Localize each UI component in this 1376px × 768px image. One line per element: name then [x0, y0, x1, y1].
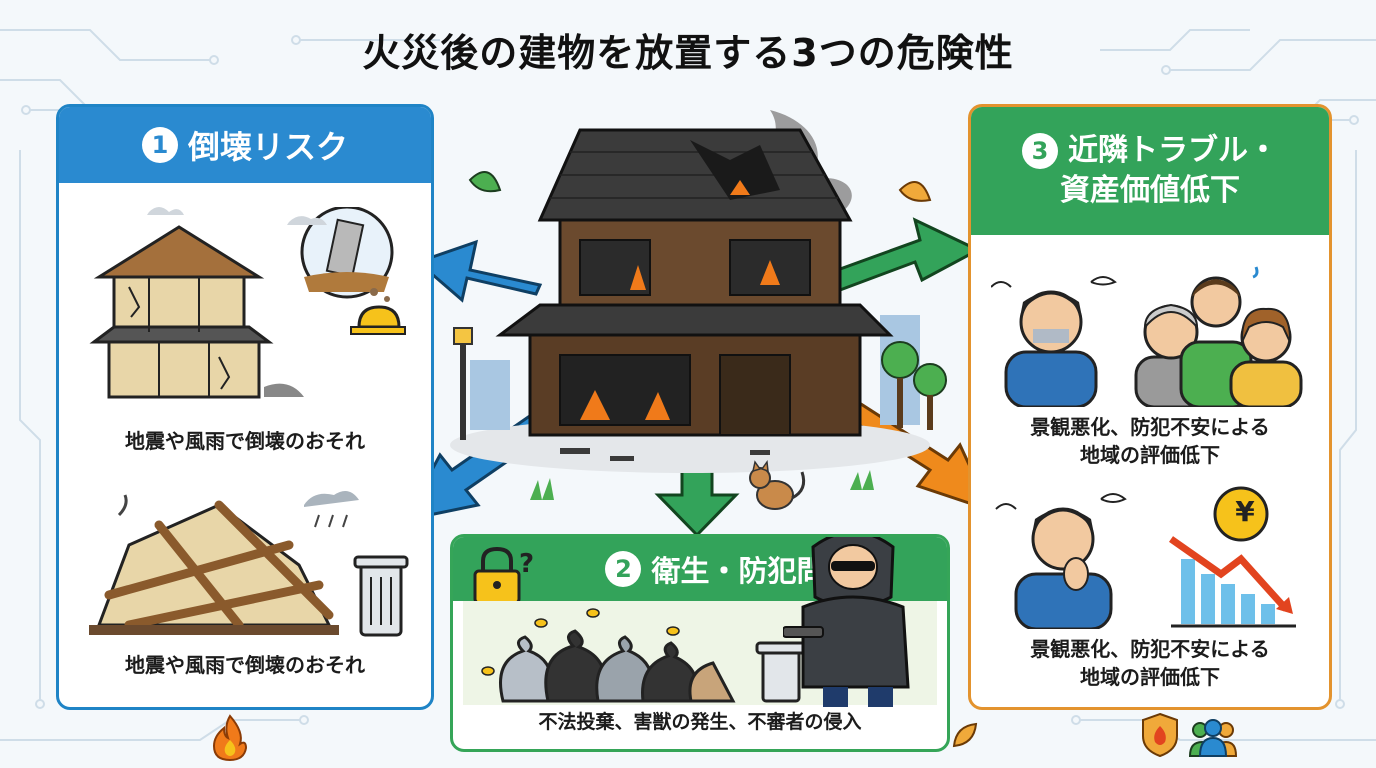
collapsed-house-illustration — [89, 491, 409, 637]
declining-chart-icon — [1168, 486, 1296, 628]
value-drop-illustration — [995, 486, 1296, 629]
hygiene-crime-panel: 2 衛生・防犯問題 ? 不法投棄、害獣の発生、不審者の — [450, 534, 950, 752]
yen-coin-icon — [1213, 486, 1269, 542]
neighbor-trouble-header: 3 近隣トラブル・ 資産価値低下 — [971, 107, 1329, 235]
collapse-caption-bottom: 地震や風雨で倒壊のおそれ — [125, 653, 365, 677]
collapse-caption-top: 地震や風雨で倒壊のおそれ — [125, 429, 365, 453]
question-mark-icon: ? — [519, 549, 535, 579]
garbage-bags-icon — [499, 629, 736, 703]
neighbor-trouble-title-line1: 近隣トラブル・ — [1068, 132, 1278, 168]
neighbor-caption-bottom: 景観悪化、防犯不安による 地域の評価低下 — [1030, 637, 1270, 689]
insurance-shield-icon — [1142, 712, 1178, 758]
neighbor-trouble-title-line2: 資産価値低下 — [1060, 173, 1240, 208]
worried-neighbors-illustration — [991, 266, 1303, 407]
neighbor-caption-top: 景観悪化、防犯不安による 地域の評価低下 — [1030, 415, 1270, 467]
yen-symbol: ¥ — [1235, 495, 1255, 528]
helmet-icon — [357, 305, 401, 329]
burnt-house-illustration — [450, 110, 947, 510]
step-number-badge: 2 — [605, 551, 642, 587]
bee-icon — [481, 608, 680, 676]
neighbor-trouble-panel: 3 近隣トラブル・ 資産価値低下 景観悪化、防犯不安による 地域の評価低下 — [968, 104, 1332, 710]
trash-can-icon — [755, 641, 807, 703]
intruder-icon — [783, 537, 910, 707]
fire-icon — [212, 714, 248, 762]
worried-man-icon — [991, 276, 1117, 407]
page-title: 火災後の建物を放置する3つの危険性 — [362, 31, 1014, 75]
trash-can-icon — [353, 555, 409, 637]
hygiene-caption: 不法投棄、害獣の発生、不審者の侵入 — [538, 711, 862, 733]
collapse-risk-title: 倒壊リスク — [187, 128, 348, 166]
collapse-risk-panel: 1 倒壊リスク 地震や風雨で倒壊のおそれ — [56, 104, 434, 710]
leaf-icon — [952, 722, 978, 748]
thinking-man-icon — [995, 493, 1127, 629]
step-number-badge: 3 — [1022, 132, 1058, 169]
cat-icon — [749, 459, 806, 510]
damaged-house-illustration — [89, 207, 406, 399]
padlock-icon — [473, 547, 521, 605]
collapse-risk-header: 1 倒壊リスク — [59, 107, 431, 183]
step-number-badge: 1 — [141, 127, 178, 163]
community-people-icon — [1188, 719, 1238, 757]
worried-family-icon — [1134, 266, 1303, 407]
